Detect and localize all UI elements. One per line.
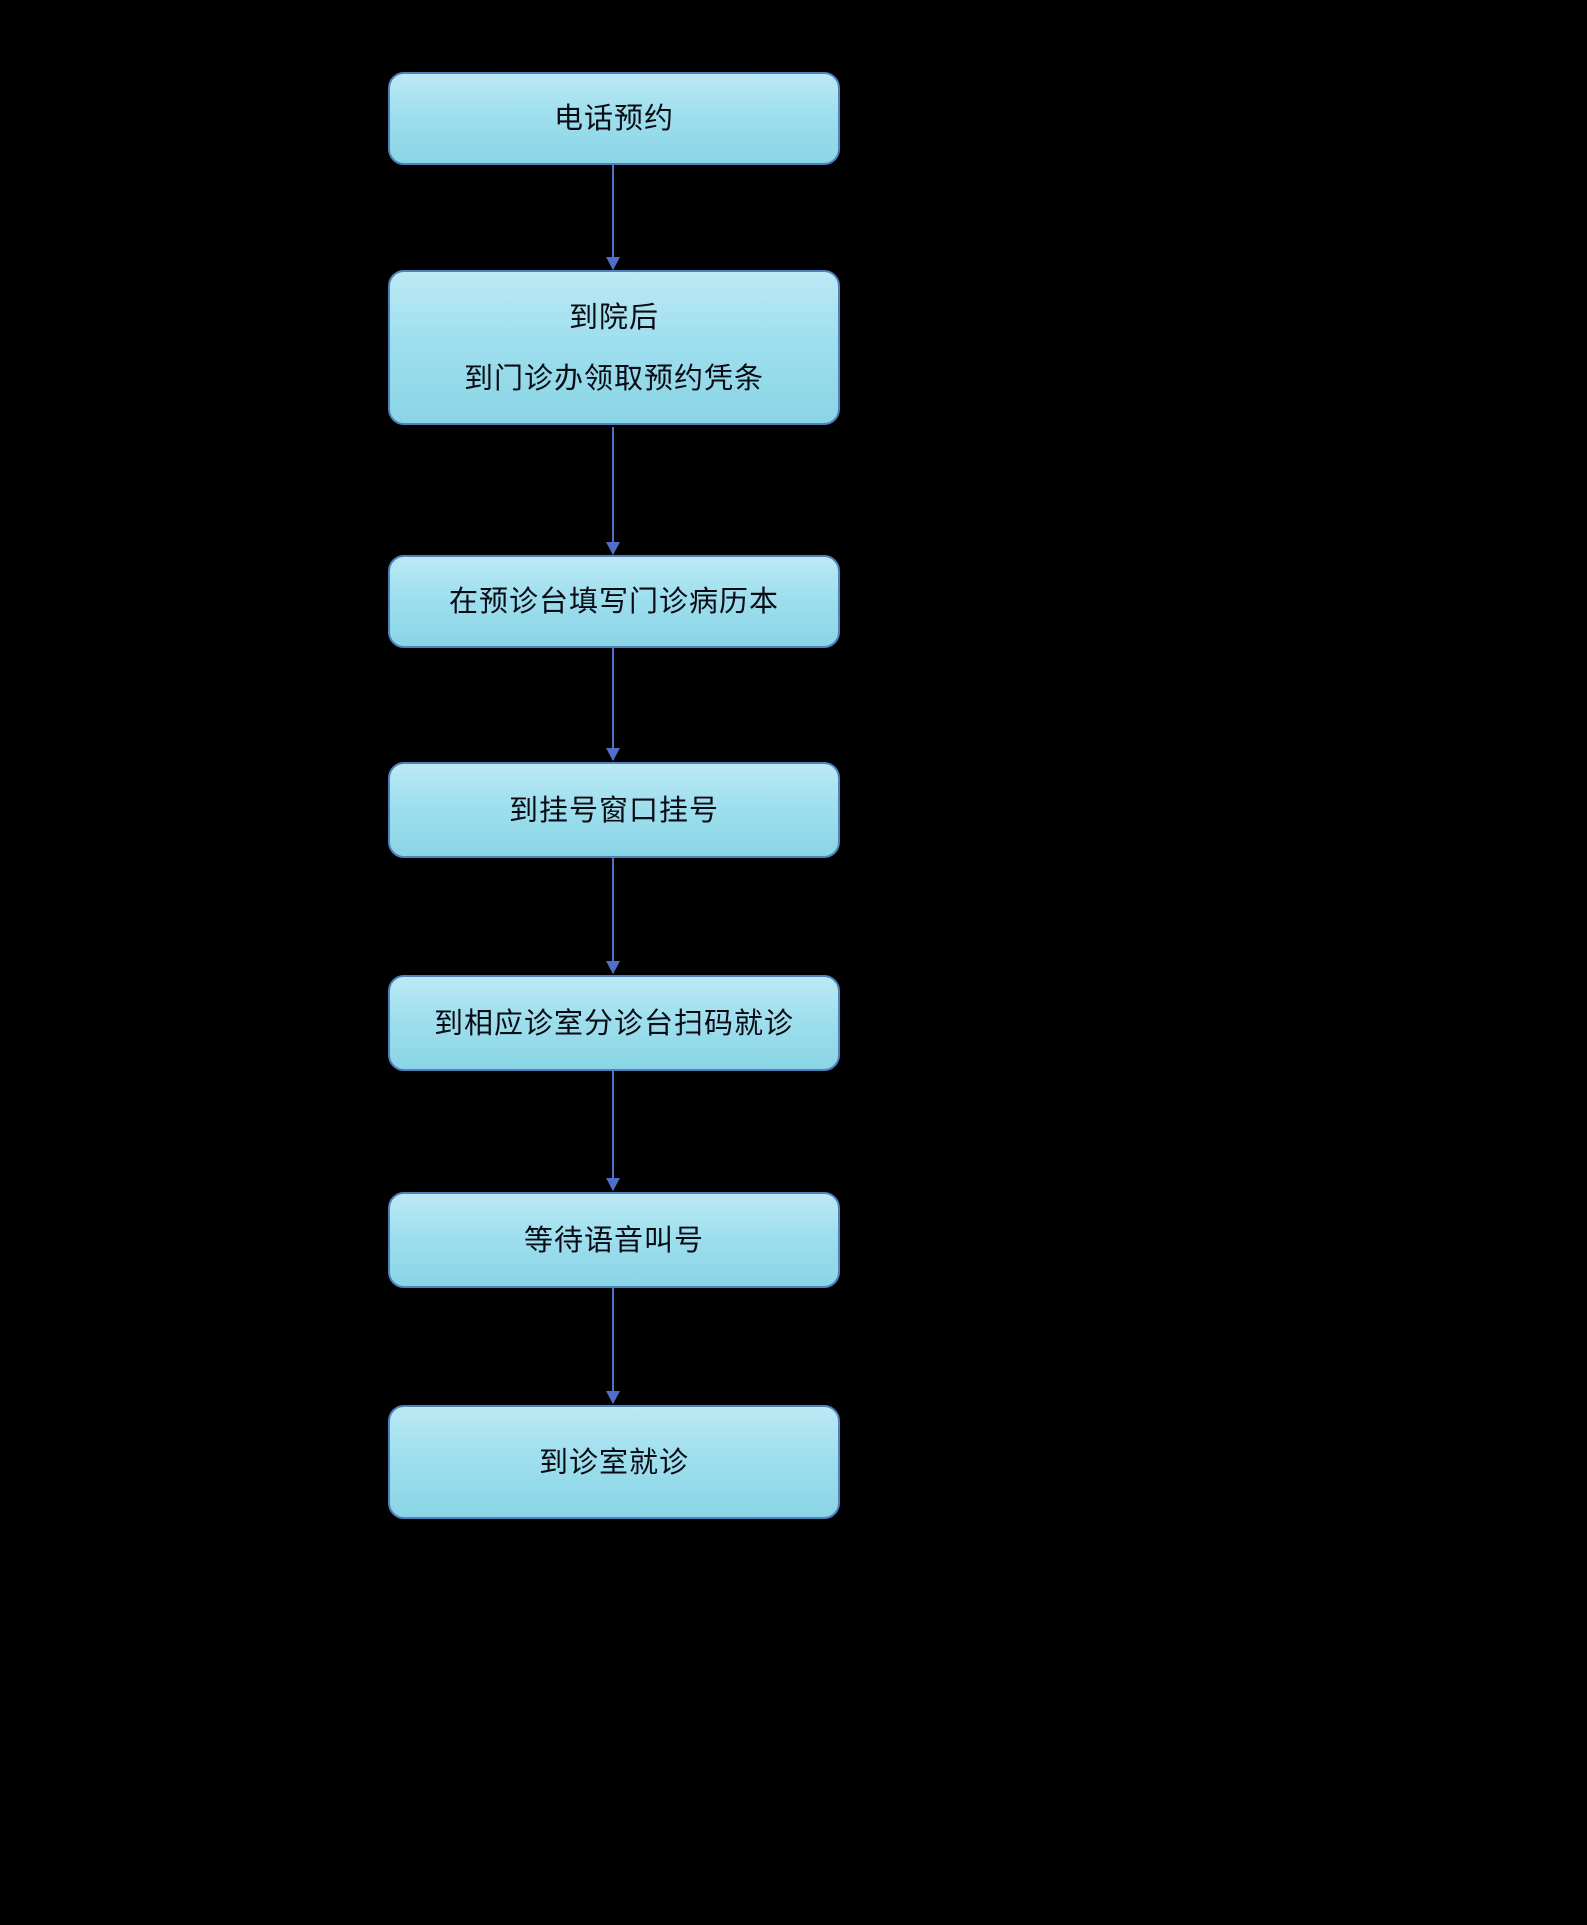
flow-step-register-window: 到挂号窗口挂号 <box>388 762 840 858</box>
flow-step-label: 到相应诊室分诊台扫码就诊 <box>433 1005 794 1040</box>
arrow-down-icon <box>612 165 614 269</box>
flow-step-label: 在预诊台填写门诊病历本 <box>448 584 779 619</box>
flow-step-label: 等待语音叫号 <box>523 1222 704 1257</box>
flow-step-phone-appointment: 电话预约 <box>388 72 840 165</box>
flow-step-label-line1: 到院后 <box>568 300 659 335</box>
flow-step-wait-voice-call: 等待语音叫号 <box>388 1192 840 1288</box>
flow-step-label: 电话预约 <box>553 101 674 136</box>
flow-step-triage-scan-code: 到相应诊室分诊台扫码就诊 <box>388 975 840 1071</box>
arrow-down-icon <box>612 1288 614 1403</box>
arrow-down-icon <box>612 427 614 554</box>
flow-step-label-line2: 到门诊办领取预约凭条 <box>463 360 764 395</box>
flow-step-label: 到诊室就诊 <box>538 1444 689 1479</box>
arrow-down-icon <box>612 1071 614 1190</box>
flow-step-go-to-clinic-room: 到诊室就诊 <box>388 1405 840 1519</box>
flow-step-get-appointment-slip: 到院后 到门诊办领取预约凭条 <box>388 270 840 425</box>
flow-step-fill-medical-record: 在预诊台填写门诊病历本 <box>388 555 840 648</box>
arrow-down-icon <box>612 648 614 760</box>
arrow-down-icon <box>612 858 614 973</box>
flow-step-label: 到挂号窗口挂号 <box>508 792 719 827</box>
